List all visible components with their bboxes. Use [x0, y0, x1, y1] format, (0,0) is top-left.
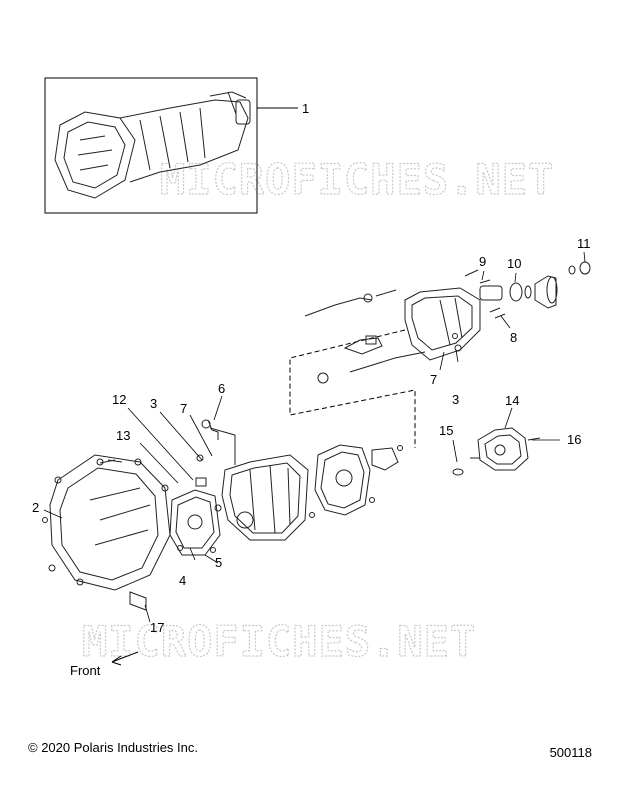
callout-17: 17 [150, 620, 164, 635]
callout-15: 15 [439, 423, 453, 438]
callout-6: 6 [218, 381, 225, 396]
main-case-illustration [214, 454, 315, 541]
assembly-box [44, 77, 258, 214]
dashed-group-bracket [289, 329, 416, 448]
front-label: Front [70, 663, 101, 678]
callout-3: 3 [452, 392, 459, 407]
callout-8: 8 [510, 330, 517, 345]
watermark-bottom: MICROFICHES.NET [82, 617, 476, 666]
copyright-notice: © 2020 Polaris Industries Inc. [28, 740, 198, 755]
callout-5: 5 [215, 555, 222, 570]
output-shaft-group [464, 261, 591, 319]
callout-12: 12 [112, 392, 126, 407]
intermediate-plate-illustration [314, 444, 403, 516]
bellhousing-illustration [42, 454, 171, 611]
shift-fork-illustration [195, 419, 236, 487]
callout-13: 13 [116, 428, 130, 443]
callout-11: 11 [577, 236, 591, 251]
actuator-illustration [452, 427, 541, 476]
rear-case-group [304, 287, 481, 384]
diagram-number: 500118 [549, 745, 592, 760]
callout-9: 9 [479, 254, 486, 269]
callout-16: 16 [567, 432, 581, 447]
watermark-top: MICROFICHES.NET [160, 155, 554, 204]
transmission-assembly-illustration [54, 91, 251, 199]
front-arrow [111, 651, 139, 666]
callout-1: 1 [302, 101, 309, 116]
callout-4: 4 [179, 573, 186, 588]
callout-2: 2 [32, 500, 39, 515]
callout-3: 3 [150, 396, 157, 411]
callout-7: 7 [430, 372, 437, 387]
front-cover-illustration [169, 489, 221, 556]
callout-7: 7 [180, 401, 187, 416]
callout-10: 10 [507, 256, 521, 271]
leader-lines [43, 251, 586, 623]
callout-14: 14 [505, 393, 519, 408]
